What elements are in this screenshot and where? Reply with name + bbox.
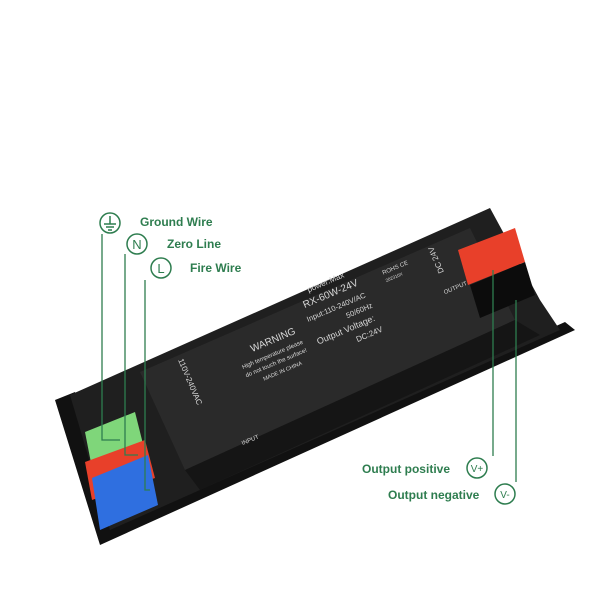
output-negative-label: Output negative bbox=[388, 488, 480, 502]
device-top-face bbox=[140, 228, 515, 470]
line-icon bbox=[150, 257, 172, 279]
red-output-terminal bbox=[458, 228, 525, 285]
ground-icon bbox=[99, 212, 121, 234]
negative-symbol: V- bbox=[500, 490, 509, 501]
positive-icon bbox=[466, 457, 488, 479]
line-symbol: L bbox=[157, 261, 164, 276]
batch: 202310X bbox=[385, 271, 404, 283]
fire-wire-label: Fire Wire bbox=[190, 261, 242, 275]
output-positive-label: Output positive bbox=[362, 462, 450, 476]
negative-icon bbox=[494, 483, 516, 505]
device-side bbox=[185, 320, 540, 490]
positive-symbol: V+ bbox=[471, 464, 484, 475]
neutral-icon bbox=[126, 233, 148, 255]
black-output-terminal bbox=[470, 262, 535, 318]
zero-line-label: Zero Line bbox=[167, 237, 221, 251]
blue-zero-terminal bbox=[92, 455, 158, 530]
neutral-symbol: N bbox=[132, 237, 141, 252]
ground-wire-label: Ground Wire bbox=[140, 215, 213, 229]
annotation-lines bbox=[101, 234, 517, 491]
